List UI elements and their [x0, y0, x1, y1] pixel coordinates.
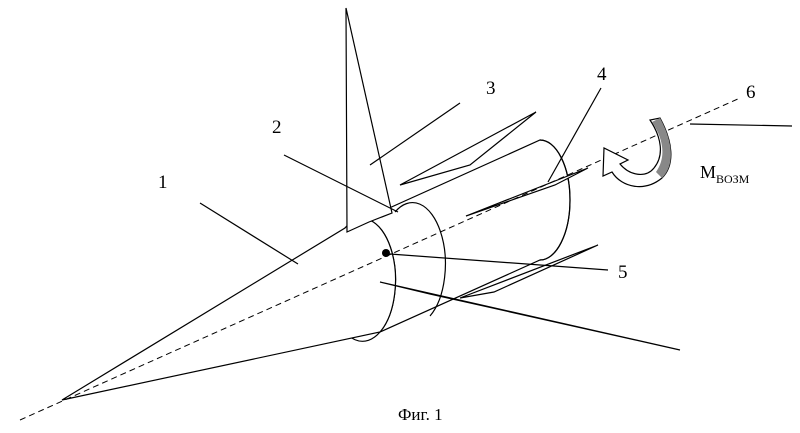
center-of-mass-point	[382, 249, 390, 257]
lower-right-fin	[459, 244, 599, 299]
moment-label-subscript: ВОЗМ	[716, 172, 750, 186]
leader-2	[283, 154, 399, 213]
leader-4	[547, 87, 602, 183]
label-3: 3	[486, 78, 496, 99]
nose-cone	[61, 218, 397, 401]
moment-arrow-shade	[652, 118, 671, 178]
leader-5	[389, 253, 609, 271]
moment-label: M	[700, 162, 716, 182]
label-4: 4	[597, 64, 607, 85]
leader-1	[199, 202, 299, 265]
label-1: 1	[158, 172, 168, 193]
label-2: 2	[272, 117, 282, 138]
label-5: 5	[618, 262, 628, 283]
leader-3	[369, 102, 461, 166]
longitudinal-axis	[19, 97, 741, 421]
vertical-fin	[345, 7, 393, 233]
upper-right-fin	[399, 111, 537, 186]
cylinder-end-face	[539, 139, 571, 261]
lower-horizontal-fin	[379, 281, 681, 351]
flap-4	[465, 167, 589, 217]
figure-caption: Фиг. 1	[398, 405, 443, 424]
label-6: 6	[746, 82, 756, 103]
leader-6	[689, 123, 793, 127]
